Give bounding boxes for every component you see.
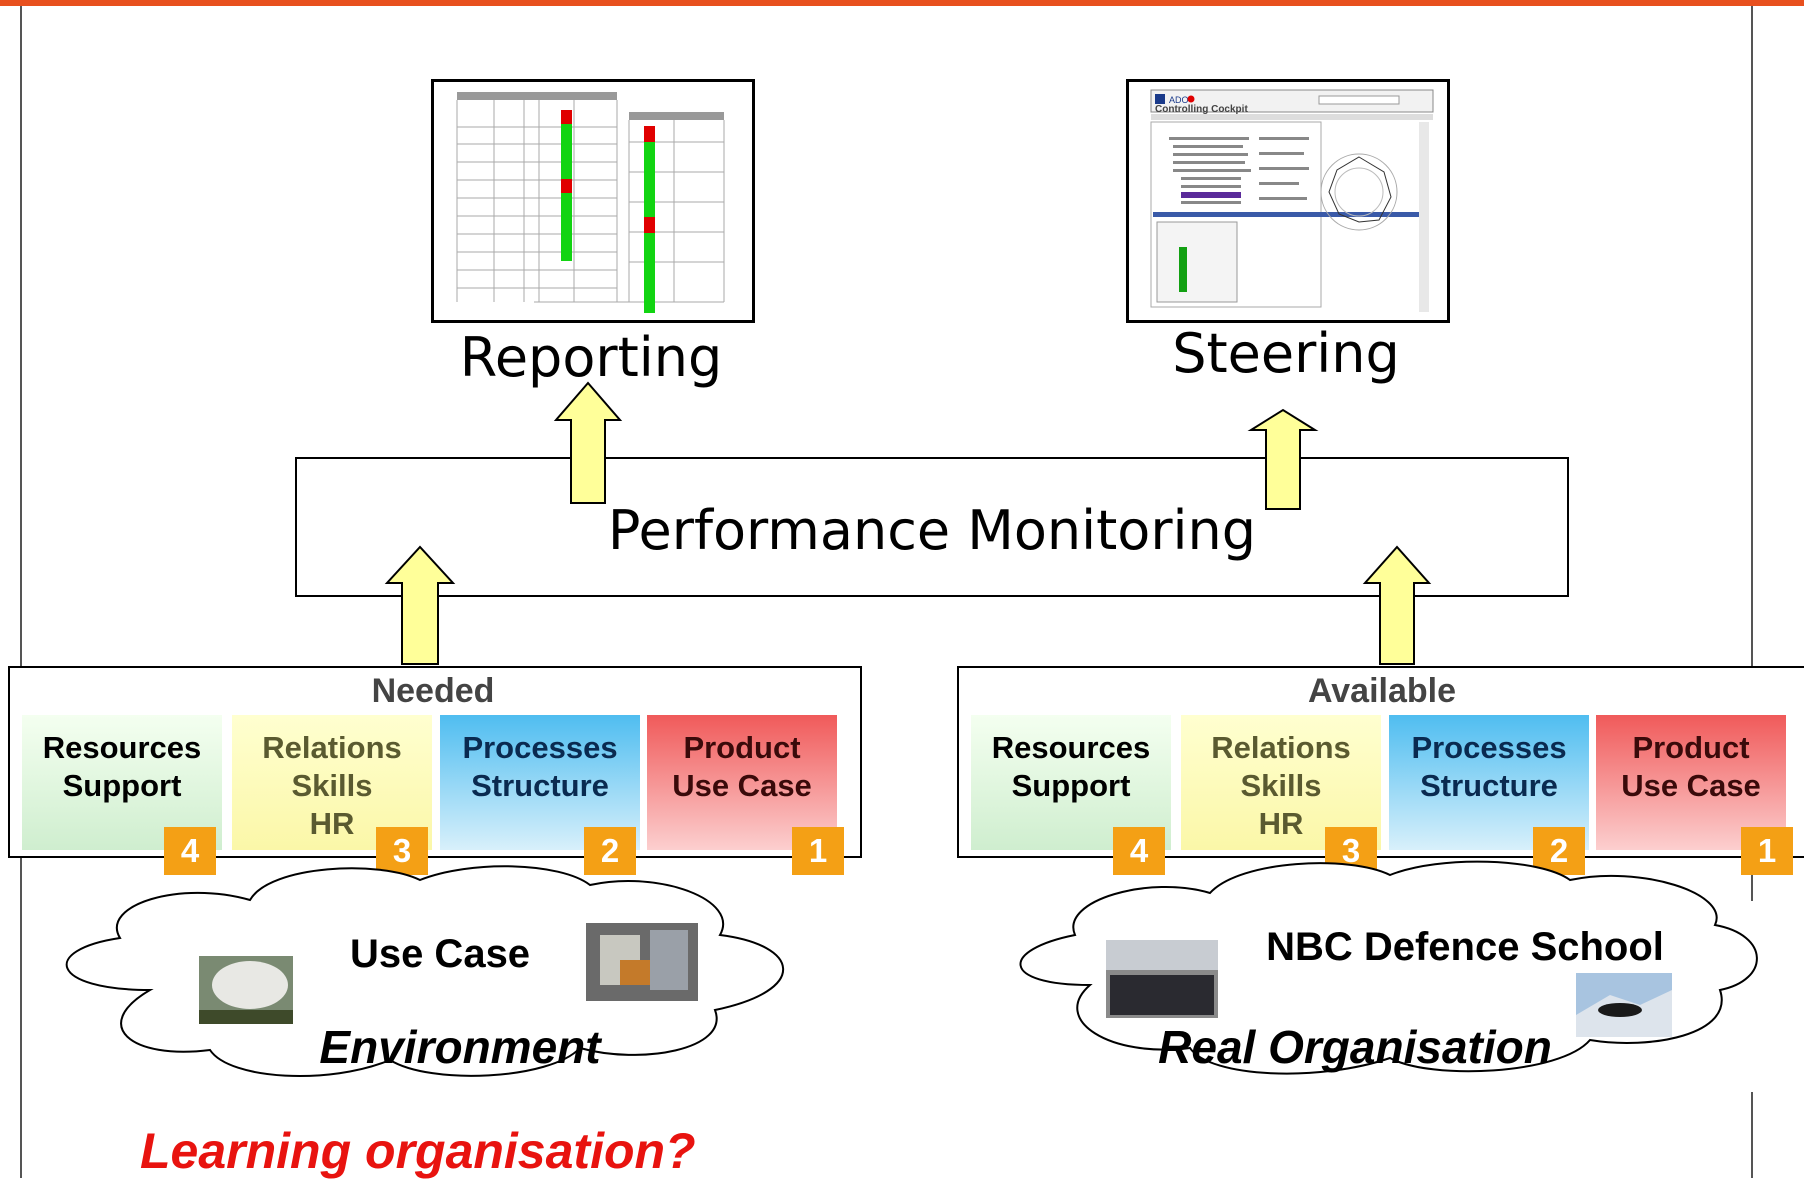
reporting-label: Reporting xyxy=(459,326,723,389)
use-case-cloud-title: Use Case xyxy=(349,932,531,976)
available-title: Available xyxy=(1307,672,1457,710)
tile-line: Product xyxy=(683,730,801,765)
arrow-up-steering xyxy=(1247,408,1319,510)
tile-line: Support xyxy=(1011,768,1131,803)
controlling-cockpit-image: ADO Controlling Cockpit xyxy=(1150,89,1434,312)
performance-monitoring-box: Performance Monitoring xyxy=(295,457,1569,597)
performance-monitoring-label: Performance Monitoring xyxy=(607,499,1257,562)
tile-line: Use Case xyxy=(672,768,812,803)
tile-line: HR xyxy=(1258,806,1304,841)
tile-line: Resources xyxy=(42,730,202,765)
tile-product-use-case-needed: Product Use Case xyxy=(647,715,837,850)
tile-line: Relations xyxy=(1211,730,1351,765)
tile-line: Skills xyxy=(1240,768,1322,803)
tile-line: Skills xyxy=(291,768,373,803)
cockpit-brand: ADO xyxy=(1169,95,1189,105)
tile-line: Resources xyxy=(991,730,1151,765)
photo-rescue xyxy=(586,923,698,1001)
tile-line: Use Case xyxy=(1621,768,1761,803)
badge-1: 1 xyxy=(1741,827,1793,875)
report-table-image xyxy=(456,92,725,313)
tile-line: Structure xyxy=(1420,768,1558,803)
tile-line: Support xyxy=(62,768,182,803)
badge-4: 4 xyxy=(1113,827,1165,875)
right-divider-line-lower xyxy=(1751,1092,1753,1178)
top-accent-bar xyxy=(0,0,1804,6)
right-divider-line xyxy=(1751,6,1753,901)
tile-line: Relations xyxy=(262,730,402,765)
tile-line: Structure xyxy=(471,768,609,803)
steering-thumbnail: ADO Controlling Cockpit xyxy=(1126,79,1450,323)
badge-2: 2 xyxy=(584,827,636,875)
arrow-up-reporting xyxy=(553,381,623,504)
tile-line: Processes xyxy=(1411,730,1567,765)
nbc-cloud-title: NBC Defence School xyxy=(1266,925,1664,969)
reporting-thumbnail xyxy=(431,79,755,323)
badge-3: 3 xyxy=(376,827,428,875)
badge-4: 4 xyxy=(164,827,216,875)
real-organisation-cloud-subtitle: Real Organisation xyxy=(1158,1021,1552,1073)
photo-helicopter xyxy=(1576,973,1672,1037)
environment-cloud-subtitle: Environment xyxy=(319,1021,601,1073)
badge-1: 1 xyxy=(792,827,844,875)
tile-line: Product xyxy=(1632,730,1750,765)
needed-title: Needed xyxy=(371,672,495,710)
photo-smoke xyxy=(199,956,293,1024)
badge-2: 2 xyxy=(1533,827,1585,875)
arrow-up-available xyxy=(1362,545,1432,665)
learning-organisation-question: Learning organisation? xyxy=(140,1123,696,1179)
left-divider-line xyxy=(20,6,22,666)
cloud-right-shape xyxy=(1019,860,1758,1075)
photo-soldiers xyxy=(1106,940,1218,1018)
tile-relations-skills-hr-available: Relations Skills HR xyxy=(1181,715,1381,850)
tile-resources-support-needed: Resources Support xyxy=(22,715,222,850)
left-divider-line-lower xyxy=(20,858,22,1178)
arrow-up-needed xyxy=(384,545,456,665)
tile-line: HR xyxy=(309,806,355,841)
cockpit-title: Controlling Cockpit xyxy=(1155,104,1248,115)
tile-line: Processes xyxy=(462,730,618,765)
steering-label: Steering xyxy=(1172,322,1400,385)
